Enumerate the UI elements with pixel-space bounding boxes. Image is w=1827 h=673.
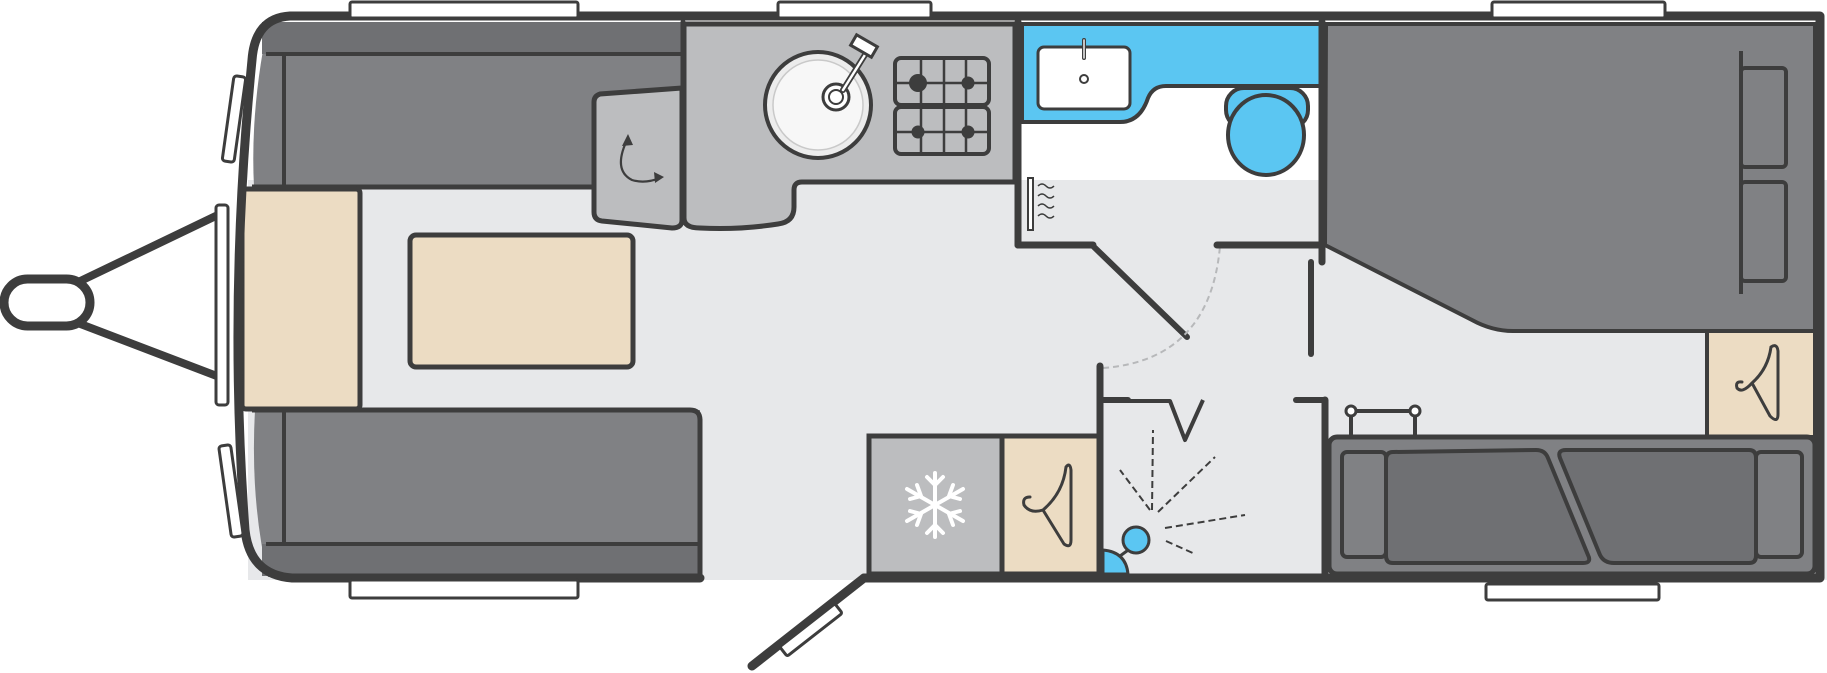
shower-spray <box>1119 429 1246 555</box>
washroom <box>1020 22 1324 369</box>
hitch-arm-upper <box>66 209 226 290</box>
window <box>348 0 580 20</box>
front-lounge-back-top <box>262 22 683 54</box>
sink-drain-inner <box>828 89 844 105</box>
entrance-door-leaf <box>747 573 869 671</box>
handrail <box>1344 404 1422 436</box>
bed-pillow-2 <box>1739 180 1788 283</box>
front-window <box>220 74 248 164</box>
settee-cushion-2 <box>1557 448 1758 565</box>
hitch-arm-lower <box>66 316 226 382</box>
hanger-icon <box>1022 463 1073 548</box>
toilet-bowl <box>1226 93 1306 177</box>
sink-tap-spout-light <box>841 48 870 92</box>
hob-burner-2 <box>893 105 991 156</box>
dinette-table <box>407 232 636 370</box>
window <box>1484 582 1661 602</box>
shower-valve <box>1108 399 1205 442</box>
a-frame-hitch <box>0 209 226 382</box>
hanger-icon <box>1735 344 1780 421</box>
rear-bed <box>1322 22 1817 333</box>
entrance-door <box>747 573 869 671</box>
hitch-coupling <box>0 274 95 331</box>
towel-radiator <box>1027 177 1034 231</box>
settee-cushion-1 <box>1384 447 1592 565</box>
front-window <box>214 203 230 407</box>
front-lounge-back-bottom <box>262 544 700 576</box>
sink-tap-handle <box>848 32 880 60</box>
window <box>348 578 580 600</box>
window <box>776 0 933 20</box>
swing-arrow-head-right <box>654 172 664 183</box>
fridge <box>866 433 1005 577</box>
shower <box>1101 399 1246 576</box>
hob-burner-dot <box>961 125 975 139</box>
hob-burner-dot <box>909 74 927 92</box>
hob-burner-dot <box>911 125 925 139</box>
corner-cupboard <box>591 85 685 231</box>
washroom-door-swing <box>1102 245 1221 369</box>
kitchen <box>591 21 1018 231</box>
bedside-wardrobe-body <box>1705 329 1817 439</box>
caravan-outer-wall <box>233 11 1825 583</box>
window <box>1490 0 1667 20</box>
bed-pillow-1 <box>1739 66 1788 169</box>
rear-bed-mattress <box>1322 22 1817 333</box>
rear-settee <box>1326 404 1818 577</box>
front-window <box>217 443 245 539</box>
fridge-body <box>866 433 1005 577</box>
entrance-door-window <box>779 603 843 657</box>
front-lounge-seat-bottom <box>253 410 701 577</box>
wardrobe-body <box>999 433 1103 577</box>
washroom-door-leaf <box>1090 243 1190 340</box>
swing-arrow-head-top <box>622 134 633 146</box>
wardrobe <box>999 433 1103 577</box>
snowflake-icon <box>905 471 965 539</box>
washbasin-drain <box>1079 74 1089 84</box>
corner-cupboard-swing-arrow <box>619 137 661 183</box>
shower-head <box>1121 525 1151 555</box>
front-chest <box>239 186 363 412</box>
front-lounge-seat-top <box>253 24 684 187</box>
hob-burner-dot <box>961 76 975 90</box>
bedside-wardrobe <box>1705 329 1817 439</box>
heat-wave-icon <box>1037 183 1055 219</box>
sink-bowl-inner <box>772 59 864 151</box>
windows <box>214 0 1667 602</box>
interior-walls <box>680 18 1329 582</box>
